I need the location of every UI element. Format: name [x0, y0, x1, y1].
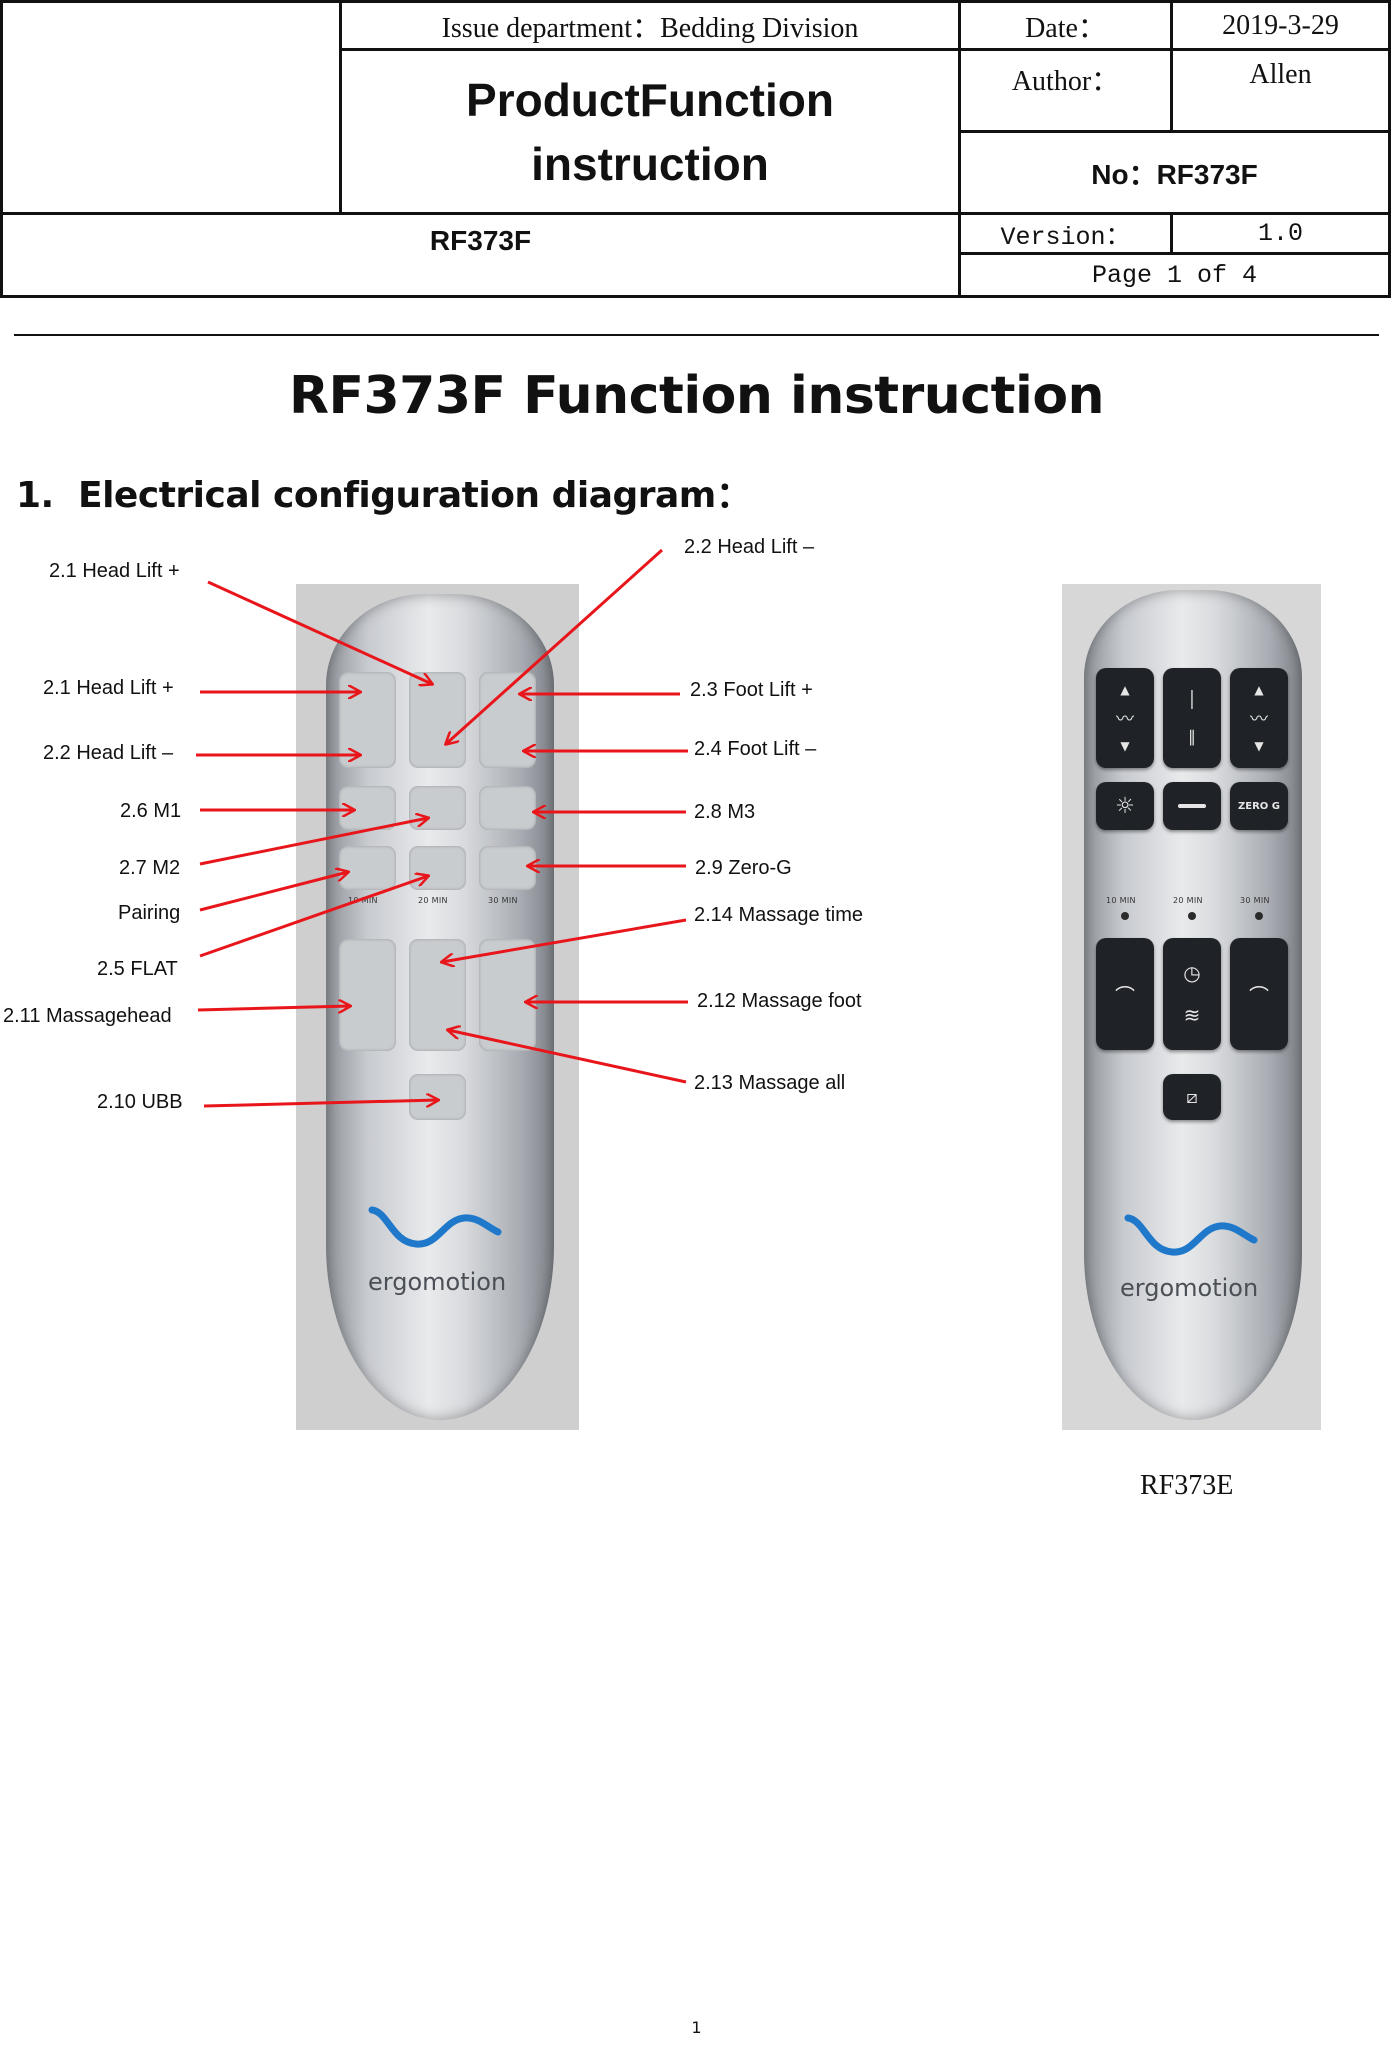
- rf373f-photo: 10 MIN 20 MIN 30 MIN ergomotion: [296, 584, 579, 1430]
- massage-head-button-e[interactable]: ⌒: [1096, 938, 1154, 1050]
- callout-pairing: Pairing: [118, 902, 181, 924]
- pause-icon: ∥: [1188, 727, 1196, 746]
- foot-lift-rocker-button[interactable]: ▲ 〰 ▼: [1230, 668, 1288, 768]
- callout-zero-g: 2.9 Zero-G: [695, 857, 792, 879]
- callout-m2: 2.7 M2: [119, 857, 181, 879]
- brand-name-e: ergomotion: [1120, 1274, 1259, 1302]
- timer-30-label: 30 MIN: [488, 896, 518, 905]
- up-arrow-icon: ▲: [1254, 683, 1264, 697]
- massage-timer-heat-button[interactable]: ◷ ≋: [1163, 938, 1221, 1050]
- underbed-light-icon: ⧄: [1186, 1086, 1198, 1108]
- version-value: 1.0: [1173, 215, 1388, 255]
- author-label: Author：: [961, 51, 1173, 133]
- brand-name: ergomotion: [368, 1268, 507, 1296]
- timer-10-led: [1121, 912, 1129, 920]
- version-label: Version：: [961, 215, 1173, 255]
- up-arrow-icon: ▲: [1120, 683, 1130, 697]
- section-heading: 1. Electrical configuration diagram：: [16, 466, 752, 518]
- light-button[interactable]: ☼: [1096, 782, 1154, 830]
- timer-icon: ◷: [1183, 961, 1201, 985]
- date-value: 2019-3-29: [1173, 3, 1388, 51]
- head-lift-rocker-button[interactable]: ▲ 〰 ▼: [1096, 668, 1154, 768]
- light-bulb-icon: ☼: [1115, 793, 1135, 819]
- timer-30-led: [1255, 912, 1263, 920]
- timer-10-label-e: 10 MIN: [1106, 896, 1136, 905]
- rf373e-caption: RF373E: [1140, 1470, 1234, 1501]
- bar-icon: │: [1187, 690, 1197, 709]
- model-name: RF373F: [3, 215, 961, 295]
- massage-head-button[interactable]: [339, 939, 396, 1051]
- document-number: No：RF373F: [961, 133, 1388, 215]
- arrow-pairing: [199, 872, 348, 912]
- underbed-light-button-e[interactable]: ⧄: [1163, 1074, 1221, 1120]
- down-arrow-icon: ▼: [1120, 739, 1130, 753]
- arrow-massage-all: [448, 1030, 687, 1084]
- down-arrow-icon: ▼: [1254, 739, 1264, 753]
- callout-massage-foot: 2.12 Massage foot: [697, 990, 862, 1012]
- m3-button[interactable]: [479, 786, 536, 830]
- callout-massage-time: 2.14 Massage time: [694, 904, 863, 926]
- head-lift-down-button[interactable]: [409, 672, 466, 768]
- author-value: Allen: [1173, 51, 1388, 133]
- timer-20-led: [1188, 912, 1196, 920]
- timer-20-label: 20 MIN: [418, 896, 448, 905]
- timer-10-label: 10 MIN: [348, 896, 378, 905]
- arrow-head-lift-top: [207, 580, 432, 684]
- header-table: Issue department：Bedding Division Date： …: [0, 0, 1391, 298]
- foot-massage-icon: ⌒: [1249, 983, 1269, 1008]
- zero-g-button-e[interactable]: ZERO G: [1230, 782, 1288, 830]
- section-number: 1.: [16, 475, 54, 516]
- document-type: ProductFunction instruction: [342, 51, 961, 215]
- arrow-m2: [199, 818, 428, 866]
- heat-icon: ≋: [1183, 1003, 1201, 1027]
- head-massage-icon: ⌒: [1115, 983, 1135, 1008]
- callout-foot-lift-plus: 2.3 Foot Lift +: [690, 679, 813, 701]
- callout-foot-lift-minus: 2.4 Foot Lift –: [694, 738, 817, 760]
- date-label: Date：: [961, 3, 1173, 51]
- callout-head-lift-minus: 2.2 Head Lift –: [43, 742, 174, 764]
- header-divider: [14, 334, 1379, 336]
- section-title: Electrical configuration diagram：: [78, 475, 752, 516]
- timer-20-label-e: 20 MIN: [1173, 896, 1203, 905]
- arrow-massage-time: [442, 918, 687, 962]
- callout-head-lift: 2.1 Head Lift +: [43, 677, 174, 699]
- page-number: 1: [691, 2018, 702, 2037]
- flat-button-e[interactable]: [1163, 782, 1221, 830]
- callout-head-lift-minus-top: 2.2 Head Lift –: [684, 536, 815, 558]
- arrow-flat: [199, 876, 428, 958]
- callout-massage-all: 2.13 Massage all: [694, 1072, 846, 1094]
- pillow-tilt-rocker-button[interactable]: │ ∥: [1163, 668, 1221, 768]
- page-indicator: Page 1 of 4: [1091, 260, 1258, 290]
- issue-department: Issue department：Bedding Division: [342, 3, 961, 51]
- callout-flat: 2.5 FLAT: [97, 958, 178, 980]
- massage-foot-button-e[interactable]: ⌒: [1230, 938, 1288, 1050]
- logo-area: [3, 3, 342, 215]
- timer-30-label-e: 30 MIN: [1240, 896, 1270, 905]
- foot-icon: 〰: [1250, 709, 1268, 730]
- zero-g-label: ZERO G: [1238, 800, 1280, 812]
- callout-m1: 2.6 M1: [120, 800, 182, 822]
- ergomotion-logo-icon-e: [1124, 1214, 1258, 1256]
- head-icon: 〰: [1116, 709, 1134, 730]
- flat-icon: [1178, 804, 1206, 808]
- callout-ubb: 2.10 UBB: [97, 1091, 183, 1113]
- callout-m3: 2.8 M3: [694, 801, 756, 823]
- callout-massage-head: 2.11 Massagehead: [3, 1005, 172, 1027]
- page-title: RF373F Function instruction: [288, 366, 1105, 426]
- arrow-massage-head: [197, 1006, 350, 1010]
- rf373e-photo: ▲ 〰 ▼ │ ∥ ▲ 〰 ▼ ☼ ZERO G 10 MIN 20 MIN 3…: [1062, 584, 1321, 1430]
- callout-head-lift-top: 2.1 Head Lift +: [49, 560, 180, 582]
- arrow-ubb: [203, 1100, 438, 1108]
- ergomotion-logo-icon: [368, 1206, 502, 1248]
- arrow-head-lift-minus-top: [446, 548, 664, 744]
